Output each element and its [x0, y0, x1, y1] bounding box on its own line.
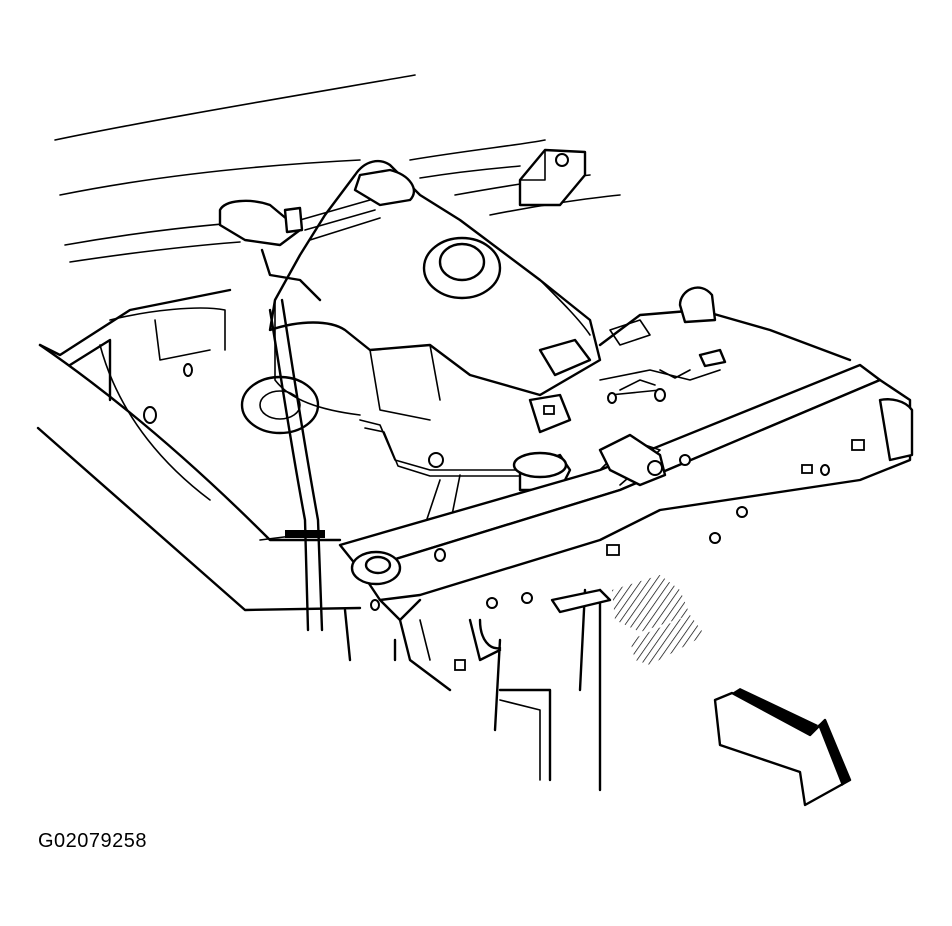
- left-body-edge: [36, 426, 362, 612]
- frame-rail: [338, 363, 914, 671]
- right-inner-fender: [598, 286, 852, 404]
- hood-cowl-lines: [54, 74, 621, 263]
- frame-mount-bolt: [350, 550, 402, 586]
- housing-latch-bracket: [218, 168, 416, 247]
- lower-housing-bracket: [528, 338, 592, 434]
- upper-mount-bracket: [518, 148, 587, 207]
- cable-hose: [260, 248, 324, 632]
- hatched-area: [612, 575, 705, 665]
- lower-frame-members: [343, 588, 612, 792]
- forward-direction-arrow-icon: [713, 688, 852, 807]
- left-inner-fender: [38, 288, 232, 501]
- housing-cover: [268, 159, 602, 421]
- figure-id-label: G02079258: [38, 830, 148, 852]
